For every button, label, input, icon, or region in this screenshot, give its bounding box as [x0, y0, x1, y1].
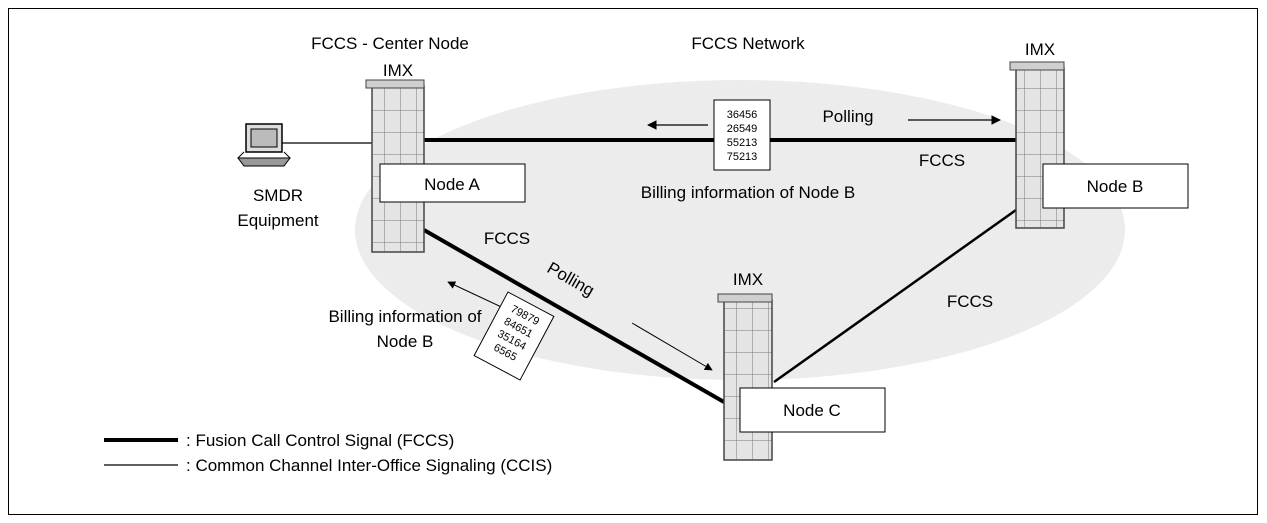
fccs-label-ab: FCCS [919, 151, 965, 170]
node-a-label: Node A [424, 175, 480, 194]
billing-ab-number-2: 26549 [727, 123, 758, 135]
billing-caption-ac-line2: Node B [377, 332, 434, 351]
node-a-device-label: IMX [383, 61, 413, 80]
fccs-link-b-c [773, 208, 1017, 384]
node-c-box [739, 387, 886, 433]
node-c-device-label: IMX [733, 270, 763, 289]
network-title: FCCS Network [691, 34, 805, 53]
billing-ab-number-1: 36456 [727, 109, 758, 121]
node-c-label: Node C [783, 401, 841, 420]
diagram-frame [8, 8, 1258, 515]
node-b-device-label: IMX [1025, 40, 1055, 59]
billing-ab-number-3: 55213 [727, 137, 758, 149]
fccs-label-ac: FCCS [484, 229, 530, 248]
billing-caption-ac-line1: Billing information of [328, 307, 481, 326]
smdr-label-line1: SMDR [253, 186, 303, 205]
legend-ccis-text: : Common Channel Inter-Office Signaling … [186, 456, 552, 475]
polling-arrow-ac [631, 322, 713, 371]
billing-caption-ab: Billing information of Node B [641, 183, 856, 202]
node-b-box [1042, 163, 1189, 209]
node-a-box [379, 163, 526, 203]
legend-fccs-text: : Fusion Call Control Signal (FCCS) [186, 431, 454, 450]
smdr-computer-icon [237, 123, 291, 167]
billing-document-ac [473, 291, 555, 381]
billing-document-ab [713, 99, 771, 171]
smdr-label-line2: Equipment [237, 211, 319, 230]
node-b-label: Node B [1087, 177, 1144, 196]
fccs-link-a-c [423, 228, 725, 404]
polling-label-ab: Polling [822, 107, 873, 126]
fccs-label-bc: FCCS [947, 292, 993, 311]
billing-ab-number-4: 75213 [727, 151, 758, 163]
center-node-title: FCCS - Center Node [311, 34, 469, 53]
fccs-network-area [355, 80, 1125, 380]
node-c-cabinet-icon [717, 293, 773, 461]
